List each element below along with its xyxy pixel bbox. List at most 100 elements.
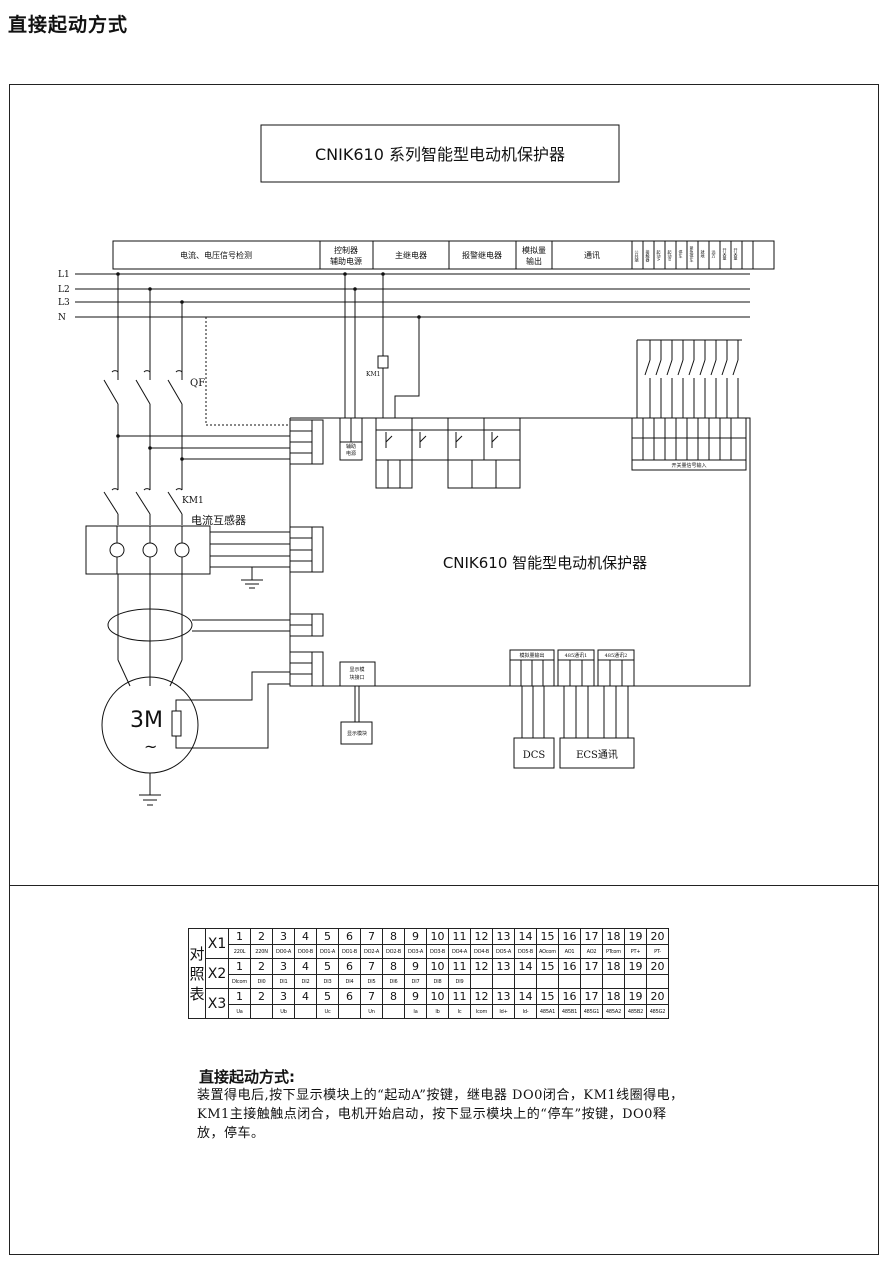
x2-val: DIcom	[228, 974, 251, 989]
x3-val: Ib	[426, 1004, 449, 1019]
contactor-km1: KM1	[103, 488, 204, 525]
x1-num: 3	[272, 928, 295, 945]
x2-num: 9	[404, 958, 427, 975]
side-char-1: 对	[189, 944, 205, 963]
x2-val	[536, 974, 559, 989]
header-small-1: 接触器	[646, 249, 651, 263]
x1-num: 20	[646, 928, 669, 945]
x1-num: 19	[624, 928, 647, 945]
qf-label: QF	[190, 378, 205, 389]
x3-num: 14	[514, 988, 537, 1005]
x1-val: DO3-A	[404, 944, 427, 959]
x1-val: DO4-A	[448, 944, 471, 959]
header-small-5: 紧急停车	[690, 245, 695, 263]
x1-num: 2	[250, 928, 273, 945]
x3-num: 4	[294, 988, 317, 1005]
x3-val: Un	[360, 1004, 383, 1019]
x3-num: 6	[338, 988, 361, 1005]
x1-val: PT-	[646, 944, 669, 959]
display-module-label: 显示模块	[347, 730, 367, 737]
dcs-label: DCS	[523, 750, 546, 761]
x3-num: 10	[426, 988, 449, 1005]
x2-val	[646, 974, 669, 989]
x2-val	[558, 974, 581, 989]
x3-num: 15	[536, 988, 559, 1005]
x2-val: DI0	[250, 974, 273, 989]
x1-num: 17	[580, 928, 603, 945]
x2-val: DI6	[382, 974, 405, 989]
x2-val: DI8	[426, 974, 449, 989]
x2-val: DI3	[316, 974, 339, 989]
x3-val: Uc	[316, 1004, 339, 1019]
table-side-label: 对 照 表	[188, 928, 206, 1019]
motor: 3M ~	[101, 659, 290, 806]
device-name: CNIK610 智能型电动机保护器	[443, 554, 647, 572]
header-analog-2: 输出	[526, 256, 542, 266]
x2-val	[470, 974, 493, 989]
x1-val: DO1-B	[338, 944, 361, 959]
x2-num: 2	[250, 958, 273, 975]
x1-num: 10	[426, 928, 449, 945]
x1-val: AO1	[558, 944, 581, 959]
row-name-x3: X3	[205, 988, 229, 1019]
side-char-3: 表	[189, 984, 205, 1003]
x1-val: DO4-B	[470, 944, 493, 959]
aux-power-terminals: 辅助 电源	[339, 274, 363, 461]
x3-num: 19	[624, 988, 647, 1005]
rs485-2-label: 485通讯2	[605, 652, 628, 659]
x3-num: 12	[470, 988, 493, 1005]
x2-num: 13	[492, 958, 515, 975]
x3-val: Id-	[514, 1004, 537, 1019]
x2-num: 15	[536, 958, 559, 975]
x1-val: DO2-B	[382, 944, 405, 959]
x3-num: 3	[272, 988, 295, 1005]
terminal-block-pt	[289, 651, 324, 687]
header-small-3: 起动B	[668, 249, 673, 261]
header-small-7: 远方	[712, 249, 717, 259]
x2-num: 20	[646, 958, 669, 975]
x3-num: 9	[404, 988, 427, 1005]
header-small-4: 停车	[679, 249, 684, 259]
x2-val	[514, 974, 537, 989]
x1-num: 18	[602, 928, 625, 945]
line-label-l2: L2	[58, 285, 70, 295]
x2-val: DI5	[360, 974, 383, 989]
x1-val: DO2-A	[360, 944, 383, 959]
x1-val: DO5-B	[514, 944, 537, 959]
ecs-label: ECS通讯	[576, 749, 618, 761]
x3-val: 485G2	[646, 1004, 669, 1019]
x1-val: AO2	[580, 944, 603, 959]
x3-val: Ia	[404, 1004, 427, 1019]
x3-val: 485A2	[602, 1004, 625, 1019]
header-small-2: 起动A	[657, 249, 662, 261]
km1-coil-label: KM1	[366, 371, 380, 378]
x1-num: 12	[470, 928, 493, 945]
x3-val	[250, 1004, 273, 1019]
header-small-6: 就地	[701, 249, 706, 258]
x3-num: 2	[250, 988, 273, 1005]
current-transformer: 电流互感器	[85, 513, 290, 589]
x1-val: PT+	[624, 944, 647, 959]
line-label-n: N	[58, 313, 66, 323]
line-label-l1: L1	[58, 270, 70, 280]
x1-val: DO0-B	[294, 944, 317, 959]
note-title: 直接起动方式:	[199, 1068, 295, 1086]
x2-num: 6	[338, 958, 361, 975]
x1-num: 6	[338, 928, 361, 945]
analog-block-label: 模拟量输出	[519, 652, 544, 659]
terminal-cross-reference-table: 对 照 表 X1 1 2 3 4 5 6 7 8 9 10 11 12 13 1…	[188, 928, 669, 1019]
terminal-block-current	[289, 526, 324, 573]
digital-inputs: 开关量信号输入	[631, 339, 747, 471]
header-analog-1: 模拟量	[522, 245, 546, 255]
x3-val: Ic	[448, 1004, 471, 1019]
x3-num: 7	[360, 988, 383, 1005]
zero-sequence-ct	[107, 574, 290, 660]
rs485-1-label: 485通讯1	[565, 652, 588, 659]
x3-val: 485B2	[624, 1004, 647, 1019]
x2-val	[624, 974, 647, 989]
x2-num: 3	[272, 958, 295, 975]
x3-val	[294, 1004, 317, 1019]
x2-num: 11	[448, 958, 471, 975]
x1-num: 7	[360, 928, 383, 945]
header-ctrl-1: 控制器	[334, 245, 358, 255]
